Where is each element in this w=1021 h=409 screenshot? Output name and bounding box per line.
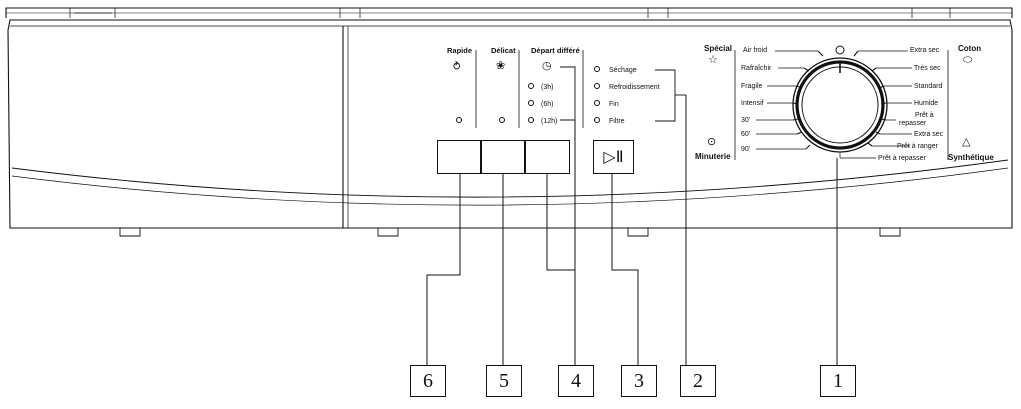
filtre-label: Filtre [609, 118, 625, 125]
delicat-label: Délicat [491, 46, 516, 55]
synthetique-label: Synthétique [948, 153, 994, 162]
clock-icon: ⊙ [707, 136, 717, 148]
callout-3: 3 [621, 365, 657, 397]
dial-pret-a: Prêt à [915, 112, 934, 119]
dial-60: 60' [741, 131, 751, 138]
fin-led [594, 100, 600, 106]
filtre-led [594, 117, 600, 123]
delay-6h-label: (6h) [541, 101, 554, 108]
depart-differe-label: Départ différé [531, 46, 580, 55]
refroidissement-led [594, 83, 600, 89]
dial-standard: Standard [914, 83, 943, 90]
delicat-button[interactable] [481, 140, 525, 174]
rapide-led [456, 117, 462, 123]
rapide-button[interactable] [437, 140, 481, 174]
sechage-led [594, 66, 600, 72]
timer-icon: ◷ [542, 60, 552, 72]
minuterie-label: Minuterie [695, 152, 731, 161]
dial-humide: Humide [914, 100, 939, 107]
delicat-icon: ❀ [496, 60, 506, 72]
rapide-icon: ⥁ [453, 61, 461, 73]
callout-2: 2 [680, 365, 716, 397]
play-pause-icon: ▷Ⅱ [603, 149, 624, 166]
callout-6: 6 [410, 365, 446, 397]
callout-5: 5 [486, 365, 522, 397]
depart-differe-button[interactable] [525, 140, 570, 174]
star-icon: ☆ [708, 54, 718, 66]
dial-tres-sec: Très sec [914, 65, 941, 72]
dial-rafraichir: Rafraîchir [741, 65, 772, 72]
delay-3h-label: (3h) [541, 84, 554, 91]
delay-6h-led [528, 100, 534, 106]
special-label: Spécial [704, 44, 733, 53]
dial-air-froid: Air froid [743, 47, 768, 54]
dial-repasser: repasser [899, 120, 927, 127]
coton-label: Coton [958, 44, 982, 53]
delay-12h-led [528, 117, 534, 123]
callout-4: 4 [558, 365, 594, 397]
cotton-icon: ⬭ [963, 54, 973, 66]
dial-pret-a-ranger: Prêt à ranger [897, 143, 938, 150]
fin-label: Fin [609, 101, 619, 108]
dial-fragile: Fragile [741, 83, 763, 90]
rapide-label: Rapide [447, 46, 473, 55]
synthetic-icon: △ [962, 136, 971, 148]
program-selector-dial[interactable] [802, 67, 878, 143]
start-pause-button[interactable]: ▷Ⅱ [593, 140, 634, 174]
delicat-led [499, 117, 505, 123]
callout-1: 1 [820, 365, 856, 397]
refroidissement-label: Refroidissement [609, 84, 660, 91]
dial-pret-a-repasser: Prêt à repasser [878, 155, 926, 162]
dial-extra-sec-synth: Extra sec [914, 131, 944, 138]
sechage-label: Séchage [609, 67, 637, 74]
dial-90: 90' [741, 146, 751, 153]
delay-3h-led [528, 83, 534, 89]
dial-extra-sec-coton: Extra sec [910, 47, 940, 54]
delay-12h-label: (12h) [541, 118, 558, 125]
dial-intensif: Intensif [741, 100, 764, 107]
dial-30: 30' [741, 117, 751, 124]
